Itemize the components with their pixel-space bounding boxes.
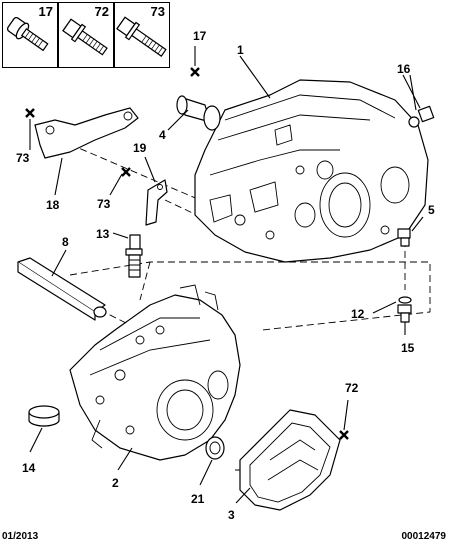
part-19-small-bracket: [145, 179, 168, 226]
part-13-sensor: [125, 234, 143, 278]
callout-8: 8: [62, 235, 69, 249]
callout-17: 17: [193, 29, 207, 43]
callout-16: 16: [397, 62, 411, 76]
callout-5: 5: [428, 203, 435, 217]
part-1-clutch-housing: [194, 79, 429, 263]
part-4-guide-tube: [176, 95, 221, 131]
callout-4: 4: [159, 128, 166, 142]
callout-3: 3: [228, 508, 235, 522]
callout-1: 1: [237, 43, 244, 57]
callout-72: 72: [345, 381, 359, 395]
part-3-cover: [239, 409, 341, 511]
flange-bolt-icon: [62, 18, 108, 56]
legend-box-17: 17: [2, 2, 58, 68]
part-16-plug: [408, 105, 435, 128]
part-5-bolt: [397, 228, 411, 247]
part-2-gearbox-casing: [69, 284, 241, 461]
callout-73a: 73: [16, 151, 30, 165]
legend-box-72: 72: [58, 2, 114, 68]
callout-labels: 17 1 4 16 73 18 19 73 13 5 8 12 15 72 14…: [16, 29, 435, 522]
callout-2: 2: [112, 476, 119, 490]
legend-number: 72: [94, 4, 109, 19]
part-12-washer: [398, 296, 412, 304]
callout-18: 18: [46, 198, 60, 212]
torx-bolt-icon: [6, 16, 49, 52]
legend-box-73: 73: [114, 2, 170, 68]
callout-21: 21: [191, 492, 205, 506]
callout-19: 19: [133, 141, 147, 155]
legend-number: 17: [38, 4, 53, 19]
part-15-drain-plug: [397, 304, 412, 323]
footer-reference: 00012479: [401, 531, 447, 542]
part-21-seal: [205, 436, 225, 460]
part-18-bracket: [34, 107, 139, 159]
leader-lines: [29, 46, 424, 504]
callout-15: 15: [401, 341, 415, 355]
footer-date: 01/2013: [2, 531, 39, 542]
legend-number: 73: [150, 4, 165, 19]
part-14-cap: [28, 405, 60, 427]
part-8-rod: [17, 257, 107, 321]
callout-14: 14: [22, 461, 36, 475]
callout-13: 13: [96, 227, 110, 241]
callout-73b: 73: [97, 197, 111, 211]
cross-markers: [25, 67, 349, 440]
flange-bolt-long-icon: [116, 16, 167, 57]
callout-12: 12: [351, 307, 365, 321]
